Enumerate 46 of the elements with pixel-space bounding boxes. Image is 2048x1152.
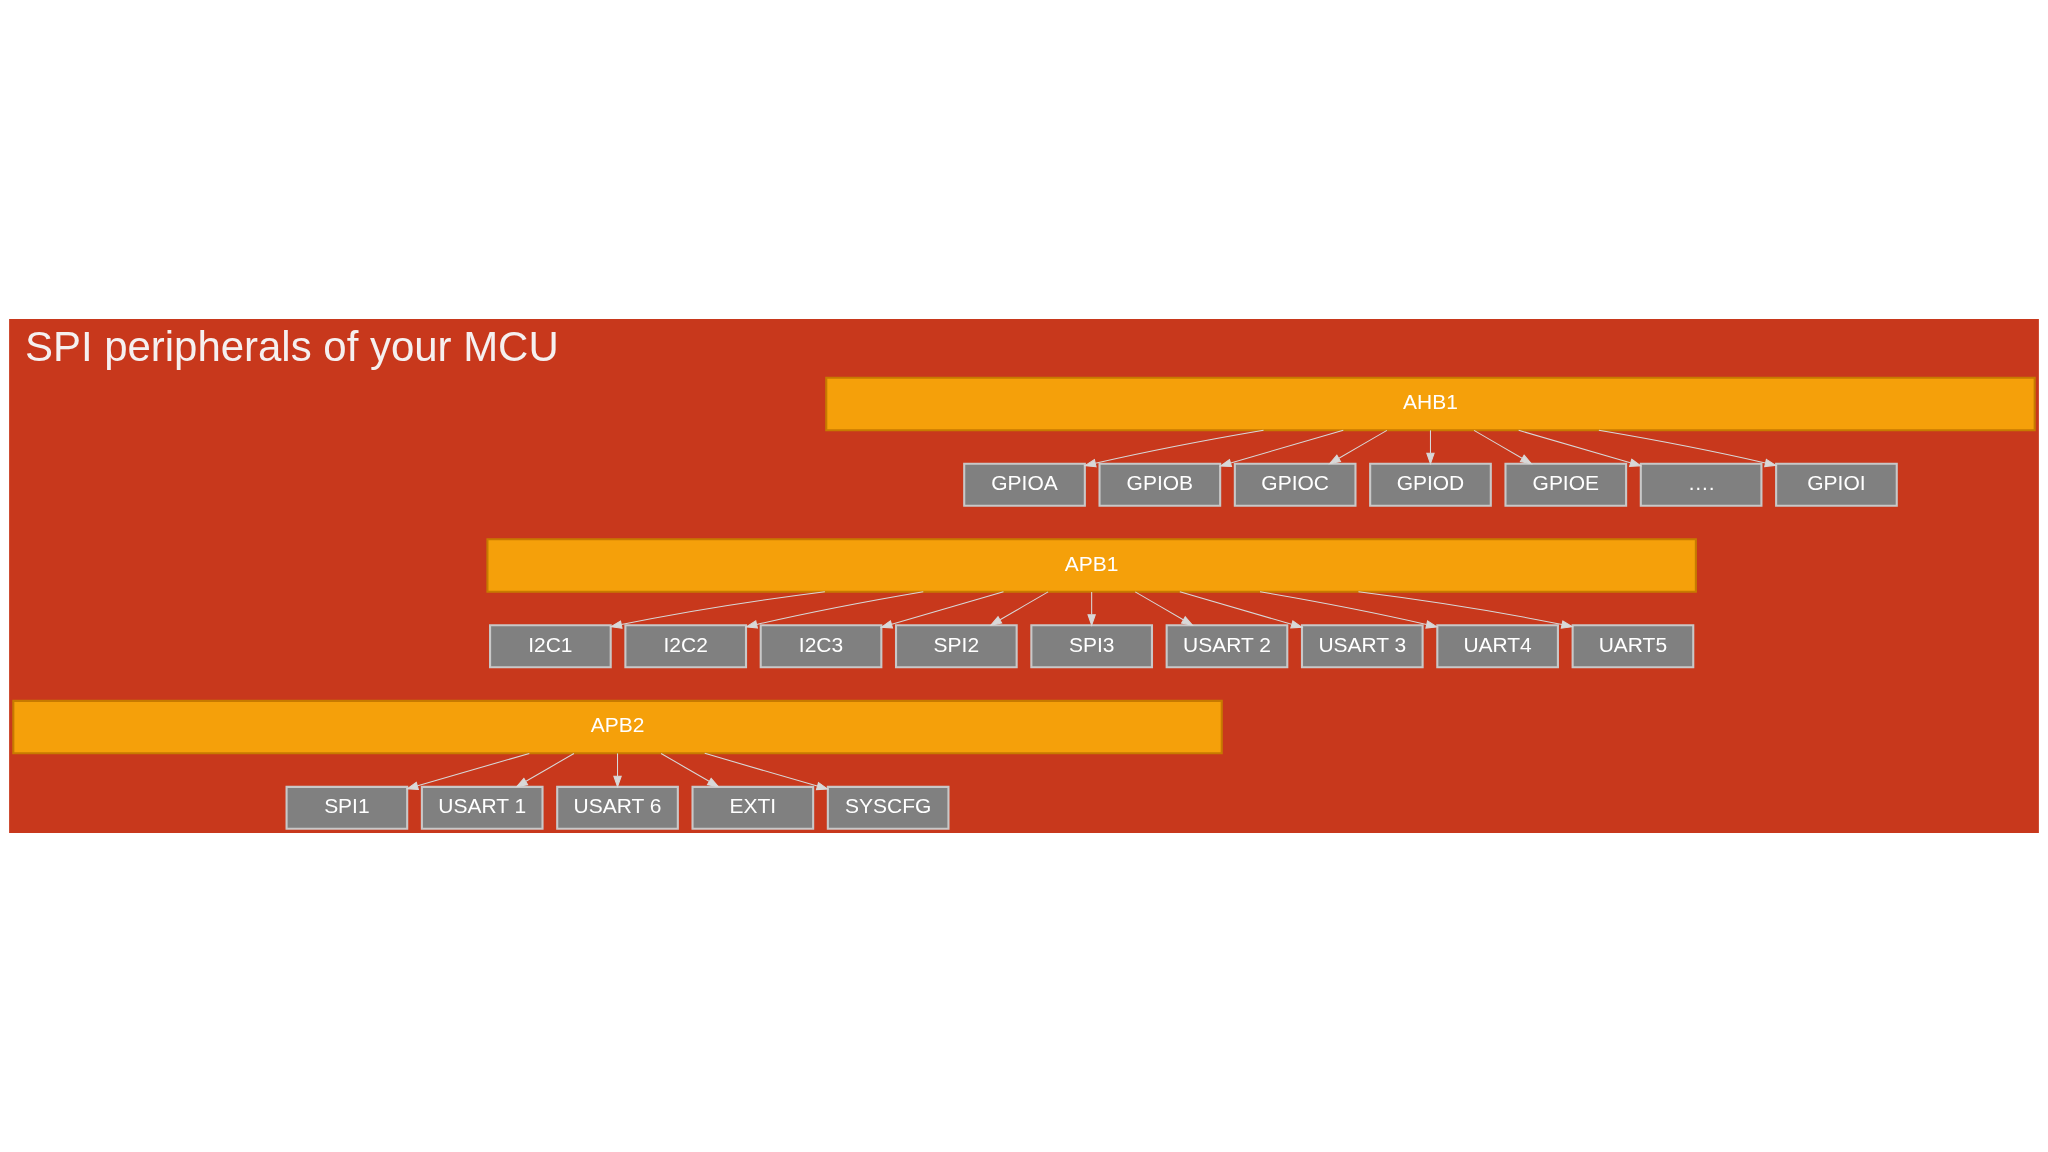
node-box: GPIOA <box>963 462 1086 507</box>
diagram-title: SPI peripherals of your MCU <box>24 322 559 370</box>
arrow <box>613 752 622 789</box>
node-box: GPIOC <box>1233 462 1357 507</box>
node-box: GPIOB <box>1098 462 1222 507</box>
node-box: EXTI <box>691 785 815 830</box>
node-box: GPIOE <box>1504 462 1628 507</box>
arrow <box>609 591 826 629</box>
node-box: GPIOI <box>1775 462 1898 507</box>
arrow <box>1083 429 1265 468</box>
node-box: USART 1 <box>420 785 544 830</box>
node-box: SPI1 <box>285 785 409 830</box>
node-box: USART 2 <box>1165 624 1289 669</box>
arrow <box>989 591 1049 626</box>
node-box: AHB1 <box>825 376 2036 432</box>
arrow <box>879 591 1004 629</box>
arrow <box>1473 429 1533 465</box>
arrow <box>1426 429 1435 466</box>
arrow <box>1598 429 1778 468</box>
node-box: I2C2 <box>624 624 748 669</box>
arrow <box>744 591 924 629</box>
node-box: I2C1 <box>489 624 612 669</box>
node-box: USART 3 <box>1300 624 1424 669</box>
node-box: …. <box>1639 462 1763 507</box>
node-box: I2C3 <box>759 624 883 669</box>
node-box: SPI3 <box>1030 624 1154 669</box>
arrow <box>704 752 830 791</box>
node-box: SYSCFG <box>826 785 950 830</box>
arrow <box>1357 591 1574 629</box>
arrow <box>1518 429 1643 467</box>
node-box: APB1 <box>486 538 1697 593</box>
arrow <box>1259 591 1439 629</box>
node-box: GPIOD <box>1369 462 1492 507</box>
arrow <box>515 752 575 788</box>
arrow <box>1179 591 1304 629</box>
node-box: UART4 <box>1436 624 1559 669</box>
arrow <box>1328 429 1388 465</box>
node-box: UART5 <box>1571 624 1695 669</box>
arrow <box>1218 429 1344 468</box>
arrow <box>660 752 720 788</box>
arrow <box>1134 591 1194 626</box>
node-box: USART 6 <box>556 785 679 830</box>
node-box: SPI2 <box>894 624 1018 669</box>
arrow <box>1087 591 1097 627</box>
node-box: APB2 <box>12 699 1223 755</box>
arrow <box>405 752 530 790</box>
